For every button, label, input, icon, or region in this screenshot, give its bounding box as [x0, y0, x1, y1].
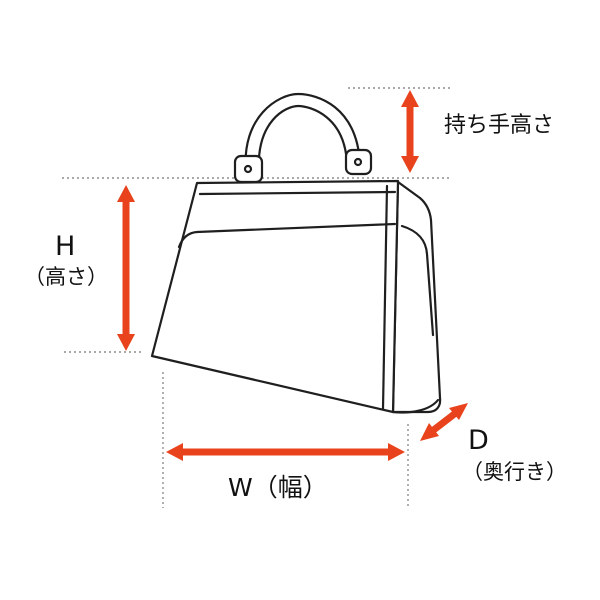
bag-drawing	[150, 92, 442, 414]
bag-side-panel	[391, 180, 442, 414]
height-label: H	[55, 231, 76, 262]
bag-frame-line	[198, 190, 397, 196]
handle-height-arrow-head-top	[401, 90, 419, 107]
depth-arrow-head-back	[449, 403, 468, 420]
depth-arrow-head-front	[420, 423, 439, 441]
bag-front-panel	[150, 179, 400, 414]
width-arrow	[166, 443, 405, 461]
width-label: W（幅）	[228, 473, 328, 502]
bag-flap-line	[177, 222, 397, 249]
depth-sublabel: （奥行き）	[462, 460, 567, 484]
handle-height-arrow	[401, 90, 419, 173]
width-arrow-head-right	[388, 443, 405, 461]
width-arrow-head-left	[166, 443, 183, 461]
depth-arrow	[420, 403, 468, 441]
height-arrow-head-top	[117, 185, 135, 202]
bag-bottom-corner-line	[391, 398, 440, 414]
dimension-arrows	[117, 90, 468, 461]
bag-gusset-line	[400, 224, 435, 337]
handle-height-label: 持ち手高さ	[444, 113, 555, 138]
depth-arrow-shaft	[428, 409, 460, 435]
height-sublabel: （高さ）	[24, 265, 108, 289]
bag-handle-rivet-left	[243, 164, 253, 174]
bag-handle-rivet-right	[353, 157, 363, 167]
depth-label: D	[468, 425, 489, 456]
height-arrow	[117, 185, 135, 351]
bag-right-seam	[381, 184, 389, 411]
bag-handle-inner	[257, 104, 349, 174]
handle-height-arrow-head-bottom	[401, 156, 419, 173]
height-arrow-head-bottom	[117, 334, 135, 351]
